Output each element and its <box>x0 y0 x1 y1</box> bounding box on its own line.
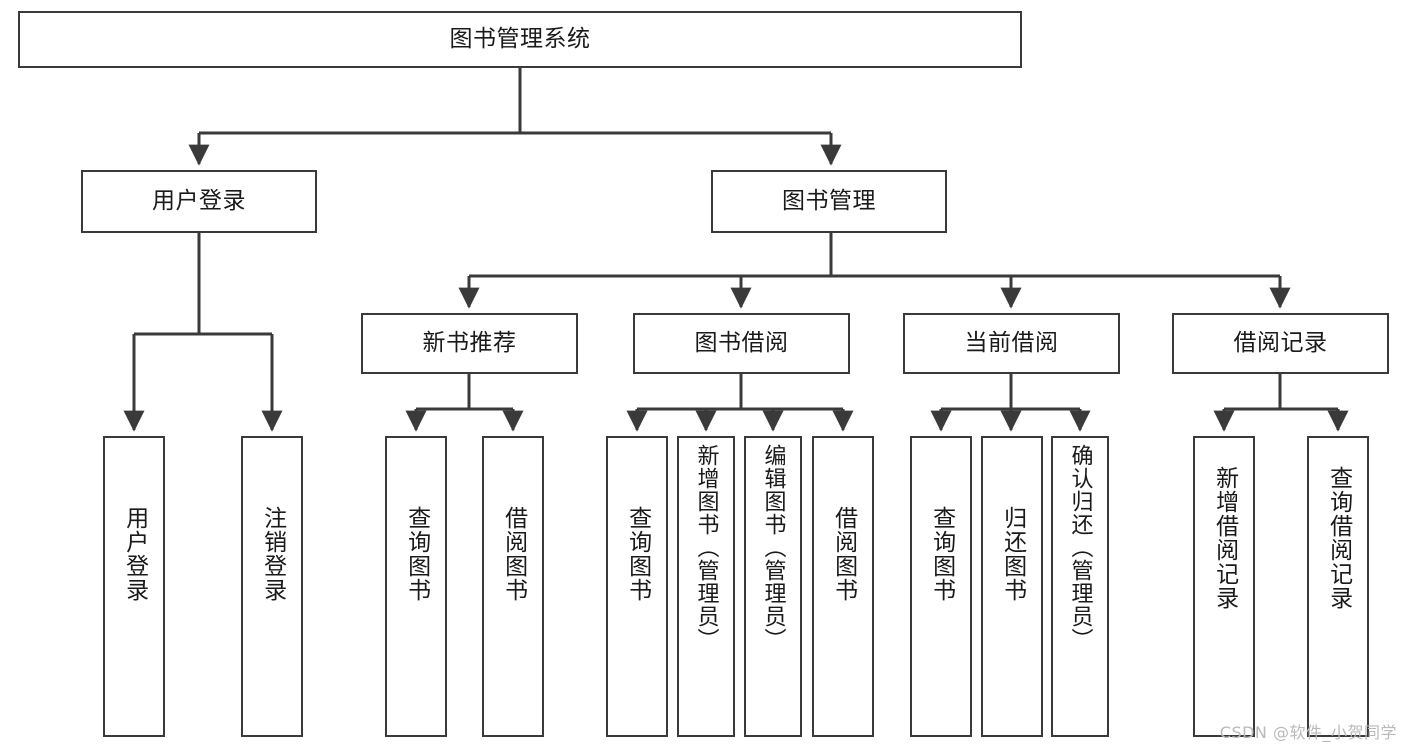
node-user-login[interactable]: 用户登录 <box>81 170 317 233</box>
node-book-borrow[interactable]: 图书借阅 <box>633 313 850 374</box>
node-borrow-record-label: 借阅记录 <box>1233 330 1328 357</box>
node-leaf-newbook-borrow[interactable]: 借阅图书 <box>482 436 544 737</box>
node-borrow-record[interactable]: 借阅记录 <box>1172 313 1389 374</box>
node-leaf-newbook-borrow-label: 借阅图书 <box>500 506 527 602</box>
node-leaf-user-login-label: 用户登录 <box>121 506 148 602</box>
node-leaf-borrow-edit-label: 编辑图书（管理员） <box>760 444 786 651</box>
node-leaf-record-add[interactable]: 新增借阅记录 <box>1193 436 1255 737</box>
node-leaf-current-query-label: 查询图书 <box>928 506 955 602</box>
node-new-book-recommend[interactable]: 新书推荐 <box>361 313 578 374</box>
node-leaf-user-login[interactable]: 用户登录 <box>103 436 165 737</box>
node-leaf-borrow-query[interactable]: 查询图书 <box>606 436 668 737</box>
node-leaf-borrow-lend[interactable]: 借阅图书 <box>812 436 874 737</box>
node-leaf-current-confirm-label: 确认归还（管理员） <box>1067 444 1093 651</box>
node-leaf-borrow-query-label: 查询图书 <box>624 506 651 602</box>
node-leaf-record-query-label: 查询借阅记录 <box>1325 466 1352 610</box>
node-leaf-current-query[interactable]: 查询图书 <box>910 436 972 737</box>
node-leaf-record-query[interactable]: 查询借阅记录 <box>1307 436 1369 737</box>
node-book-borrow-label: 图书借阅 <box>694 330 789 357</box>
node-user-login-label: 用户登录 <box>152 188 246 215</box>
node-leaf-current-return-label: 归还图书 <box>999 506 1026 602</box>
node-leaf-newbook-query-label: 查询图书 <box>403 506 430 602</box>
node-leaf-borrow-edit[interactable]: 编辑图书（管理员） <box>744 436 802 737</box>
node-leaf-user-logout-label: 注销登录 <box>259 506 286 602</box>
node-leaf-current-return[interactable]: 归还图书 <box>981 436 1043 737</box>
node-leaf-user-logout[interactable]: 注销登录 <box>241 436 303 737</box>
node-current-borrow[interactable]: 当前借阅 <box>903 313 1120 374</box>
node-root[interactable]: 图书管理系统 <box>18 11 1022 68</box>
node-leaf-borrow-lend-label: 借阅图书 <box>830 506 857 602</box>
node-new-book-recommend-label: 新书推荐 <box>422 330 517 357</box>
node-leaf-borrow-add[interactable]: 新增图书（管理员） <box>677 436 735 737</box>
node-leaf-record-add-label: 新增借阅记录 <box>1211 466 1238 610</box>
node-root-label: 图书管理系统 <box>449 26 591 53</box>
node-current-borrow-label: 当前借阅 <box>964 330 1059 357</box>
node-leaf-current-confirm[interactable]: 确认归还（管理员） <box>1051 436 1109 737</box>
node-book-management[interactable]: 图书管理 <box>711 170 947 233</box>
node-leaf-newbook-query[interactable]: 查询图书 <box>385 436 447 737</box>
node-leaf-borrow-add-label: 新增图书（管理员） <box>693 444 719 651</box>
node-book-management-label: 图书管理 <box>782 188 876 215</box>
